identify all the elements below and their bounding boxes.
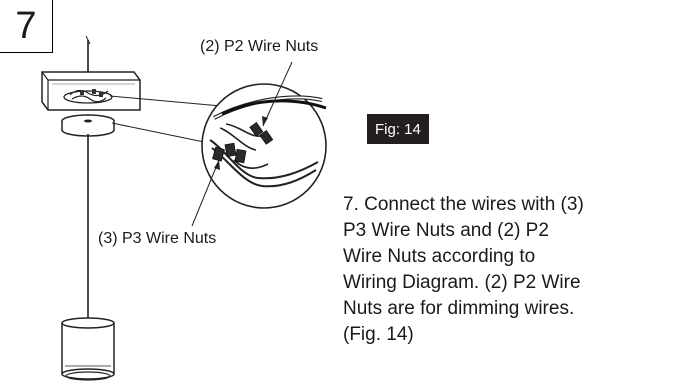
p3-callout-pointer <box>191 159 220 227</box>
box-wire-bundle <box>63 89 113 104</box>
pendant-shade <box>61 317 115 381</box>
canopy <box>61 114 115 137</box>
instruction-line: Nuts are for dimming wires. <box>343 298 575 319</box>
instruction-line: P3 Wire Nuts and (2) P2 <box>343 220 549 241</box>
step-number-box: 7 <box>0 0 53 53</box>
step-number: 7 <box>15 5 37 47</box>
instruction-line: Wiring Diagram. (2) P2 Wire <box>343 272 581 293</box>
p2-wire-nuts-callout: (2) P2 Wire Nuts <box>200 38 319 55</box>
p3-wire-nuts-callout: (3) P3 Wire Nuts <box>98 230 217 247</box>
instruction-text: 7. Connect the wires with (3) P3 Wire Nu… <box>343 192 677 348</box>
instruction-line: 7. Connect the wires with (3) <box>343 194 584 215</box>
instruction-line: Wire Nuts according to <box>343 246 536 267</box>
p2-callout-pointer <box>262 61 293 127</box>
supply-wire <box>85 35 91 75</box>
detail-circle <box>201 83 327 209</box>
magnify-leader-lines <box>109 95 233 143</box>
figure-tag: Fig: 14 <box>367 114 429 144</box>
instruction-line: (Fig. 14) <box>343 324 414 345</box>
figure-tag-label: Fig: 14 <box>375 120 421 138</box>
